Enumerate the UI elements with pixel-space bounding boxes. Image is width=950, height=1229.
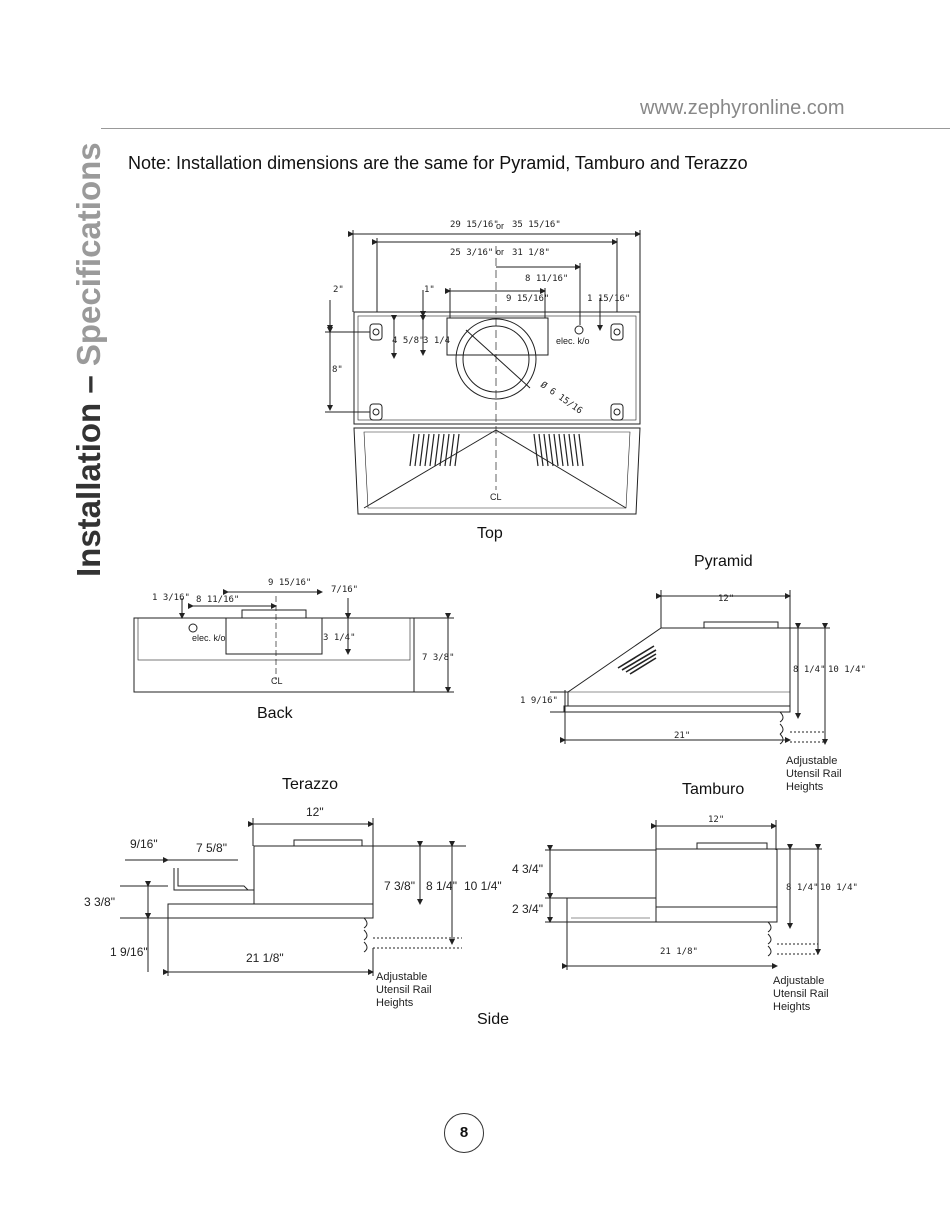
dim-top-2: 2" [333,285,344,295]
dim-top-1: 1" [424,285,435,295]
dim-tam-4-3-4: 4 3/4" [512,862,543,876]
dim-ter-1-9-16: 1 9/16" [110,945,148,959]
adjustable-label-line2: Utensil Rail [786,768,842,780]
dim-ter-12: 12" [306,805,324,819]
dim-back-9-15-16: 9 15/16" [268,578,311,588]
dim-back-1-3-16: 1 3/16" [152,593,190,603]
header-rule [101,128,950,129]
tamburo-labels: 12" 4 3/4" 2 3/4" 8 1/4" 10 1/4" 21 1/8"… [512,815,858,1013]
dim-pyr-10-1-4: 10 1/4" [828,665,866,675]
adjustable-label-line3: Heights [376,997,414,1009]
pyramid-labels: 12" 8 1/4" 10 1/4" 1 9/16" 21" Adjustabl… [520,594,866,793]
adjustable-label-line3: Heights [773,1001,811,1013]
dim-tam-8-1-4: 8 1/4" [786,883,819,893]
dim-ter-8-1-4: 8 1/4" [426,879,457,893]
dim-top-knockout: 1 15/16" [587,294,630,304]
top-view-drawing [325,230,641,515]
dim-ter-7-3-8: 7 3/8" [384,879,415,893]
dim-ter-21-1-8: 21 1/8" [246,951,284,965]
adjustable-label-line2: Utensil Rail [773,988,829,1000]
caption-top: Top [477,525,503,542]
page-number: 8 [444,1113,484,1153]
adjustable-label-line2: Utensil Rail [376,984,432,996]
dim-tam-10-1-4: 10 1/4" [820,883,858,893]
dim-pyr-8-1-4: 8 1/4" [793,665,826,675]
dim-ter-10-1-4: 10 1/4" [464,879,502,893]
back-view-labels: 1 3/16" 8 11/16" 9 15/16" 7/16" 3 1/4" 7… [152,578,455,686]
dim-back-7-3-8: 7 3/8" [422,653,455,663]
adjustable-label-line1: Adjustable [376,971,427,983]
dim-top-3-1-4: 3 1/4 [423,336,450,346]
installation-note: Note: Installation dimensions are the sa… [128,153,748,173]
dim-pyr-12: 12" [718,594,734,604]
terazzo-drawing [120,818,466,976]
tamburo-drawing [545,820,822,970]
or-label: or [496,247,504,257]
caption-side: Side [477,1011,510,1028]
dim-top-offset: 8 11/16" [525,274,568,284]
adjustable-label-line3: Heights [786,781,824,793]
pyramid-drawing [550,590,830,745]
website-url: www.zephyronline.com [640,97,845,119]
dim-top-inner-a: 25 3/16" [450,248,493,258]
dim-back-3-1-4: 3 1/4" [323,633,356,643]
cl-label: CL [490,492,502,502]
caption-tamburo: Tamburo [682,781,745,798]
dim-ter-9-16: 9/16" [130,837,158,851]
dim-top-diameter: Ø 6 15/16 [538,379,584,416]
dim-pyr-21: 21" [674,731,690,741]
dim-tam-21-1-8: 21 1/8" [660,947,698,957]
dim-top-inner-b: 31 1/8" [512,248,550,258]
back-view-drawing [133,589,454,693]
adjustable-label-line1: Adjustable [773,975,824,987]
elec-ko-label: elec. k/o [192,633,226,643]
dim-tam-2-3-4: 2 3/4" [512,902,543,916]
dim-top-4-5-8: 4 5/8" [392,336,425,346]
dim-tam-12: 12" [708,815,724,825]
caption-back: Back [257,705,293,722]
dim-ter-7-5-8: 7 5/8" [196,841,227,855]
dim-top-width-a: 29 15/16" [450,220,499,230]
or-label: or [496,221,504,231]
terazzo-labels: 12" 9/16" 7 5/8" 3 3/8" 7 3/8" 8 1/4" 10… [84,805,502,1009]
adjustable-label-line1: Adjustable [786,755,837,767]
dim-pyr-1-9-16: 1 9/16" [520,696,558,706]
dim-top-duct-width: 9 15/16" [506,294,549,304]
dim-back-8-11-16: 8 11/16" [196,595,239,605]
dim-top-8: 8" [332,365,343,375]
dim-top-width-b: 35 15/16" [512,220,561,230]
caption-terazzo: Terazzo [282,776,339,793]
dim-ter-3-3-8: 3 3/8" [84,895,115,909]
dim-back-7-16: 7/16" [331,585,358,595]
elec-ko-label: elec. k/o [556,336,590,346]
caption-pyramid: Pyramid [694,553,753,570]
cl-label: CL [271,676,283,686]
